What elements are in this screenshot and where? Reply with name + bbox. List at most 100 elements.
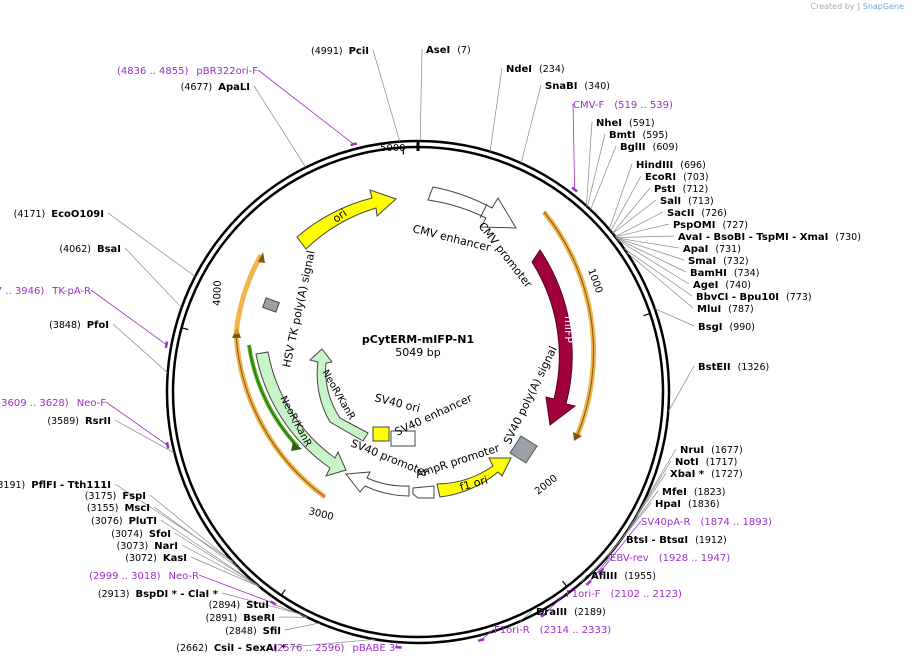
enzyme-site-sacii[interactable]: SacII(726) [667, 208, 727, 219]
backbone-features [232, 210, 597, 500]
tk-orange-arrowhead [258, 252, 265, 263]
enzyme-site-ecoo109i[interactable]: EcoO109I(4171) [14, 209, 104, 220]
primer-name: pBR322ori-F [196, 66, 258, 77]
enzyme-site-bsteii[interactable]: BstEII(1326) [698, 362, 769, 373]
enzyme-site-snabi[interactable]: SnaBI(340) [545, 81, 610, 92]
primer-f1ori-f[interactable]: F1ori-F(2102 .. 2123) [566, 589, 682, 600]
enzyme-site-bmti[interactable]: BmtI(595) [609, 130, 668, 141]
enzyme-name: BamHI [690, 268, 727, 279]
enzyme-site-fspi[interactable]: FspI(3175) [85, 491, 146, 502]
primer-ebv-rev[interactable]: EBV-rev(1928 .. 1947) [610, 553, 730, 564]
enzyme-leader-line [272, 603, 307, 618]
enzyme-position: (3072) [125, 553, 157, 564]
enzyme-site-avai[interactable]: AvaI - BsoBI - TspMI - XmaI(730) [678, 232, 861, 243]
enzyme-site-asei[interactable]: AseI(7) [426, 45, 471, 56]
enzyme-site-kasi[interactable]: KasI(3072) [125, 553, 187, 564]
enzyme-site-pflfi[interactable]: PflFI - Tth111I(3191) [0, 480, 111, 491]
primer-pbr322ori-f[interactable]: pBR322ori-F(4836 .. 4855) [117, 66, 258, 77]
enzyme-site-hindiii[interactable]: HindIII(696) [636, 160, 706, 171]
enzyme-site-xbai[interactable]: XbaI *(1727) [670, 469, 743, 480]
enzyme-name: BmtI [609, 130, 636, 141]
feature-label-f1-ori: f1 ori [458, 473, 489, 493]
enzyme-site-pluti[interactable]: PluTI(3076) [91, 516, 157, 527]
enzyme-site-sali[interactable]: SalI(713) [660, 196, 714, 207]
enzyme-site-ecori[interactable]: EcoRI(703) [645, 172, 709, 183]
enzyme-site-rsrii[interactable]: RsrII(3589) [47, 416, 111, 427]
enzyme-site-bglii[interactable]: BglII(609) [620, 142, 678, 153]
plasmid-size: 5049 bp [395, 346, 440, 359]
enzyme-site-stui[interactable]: StuI(2894) [209, 600, 269, 611]
enzyme-site-csii[interactable]: CsiI - SexAI *(2662) [176, 643, 287, 654]
snapgene-watermark: Created by ⟆ SnapGene [811, 2, 904, 11]
enzyme-name: AvaI - BsoBI - TspMI - XmaI [678, 232, 828, 243]
primer-neo-f[interactable]: Neo-F(3609 .. 3628) [0, 398, 106, 409]
primer-pbabe-3[interactable]: pBABE 3'(2576 .. 2596) [273, 643, 398, 654]
enzyme-site-mfei[interactable]: MfeI(1823) [662, 487, 725, 498]
enzyme-site-sfii[interactable]: SfiI(2848) [225, 626, 281, 637]
enzyme-position: (1955) [624, 571, 656, 582]
enzyme-leader-line [221, 592, 302, 615]
snapgene-logo-icon: ⟆ [857, 2, 861, 11]
enzyme-site-agei[interactable]: AgeI(740) [693, 280, 751, 291]
enzyme-position: (731) [715, 244, 741, 255]
enzyme-name: CsiI - SexAI * [214, 643, 287, 654]
enzyme-site-ndei[interactable]: NdeI(234) [506, 64, 565, 75]
enzyme-site-smai[interactable]: SmaI(732) [688, 256, 749, 267]
enzyme-site-afliii[interactable]: AflIII(1955) [591, 571, 656, 582]
enzyme-position: (1717) [706, 457, 738, 468]
enzyme-site-pspomi[interactable]: PspOMI(727) [673, 220, 748, 231]
enzyme-position: (1912) [695, 535, 727, 546]
hsv-tk-polya-box [262, 297, 280, 313]
feature-label-neokanr: NeoR/KanR [277, 394, 313, 449]
enzyme-site-psti[interactable]: PstI(712) [654, 184, 708, 195]
enzyme-site-bamhi[interactable]: BamHI(734) [690, 268, 759, 279]
enzyme-leader-line [114, 483, 234, 562]
enzyme-name: NotI [675, 457, 699, 468]
enzyme-site-apali[interactable]: ApaLI(4677) [181, 82, 250, 93]
enzyme-leader-line [181, 544, 260, 588]
enzyme-name: NdeI [506, 64, 532, 75]
enzyme-site-noti[interactable]: NotI (1717) [675, 457, 737, 468]
primer-cmv-f[interactable]: CMV-F(519 .. 539) [573, 100, 673, 111]
enzyme-site-nrui[interactable]: NruI(1677) [680, 445, 743, 456]
watermark-created-by: Created by [810, 2, 855, 11]
enzyme-site-nari[interactable]: NarI(3073) [117, 541, 178, 552]
enzyme-position: (726) [701, 208, 727, 219]
enzyme-site-btsi[interactable]: BtsI - BtsαI(1912) [626, 535, 727, 546]
enzyme-site-apai[interactable]: ApaI(731) [683, 244, 741, 255]
enzyme-site-mlui[interactable]: MluI(787) [697, 304, 754, 315]
enzyme-position: (3155) [87, 503, 119, 514]
enzyme-leader-line [107, 212, 196, 277]
primer-sv40pa-r[interactable]: SV40pA-R(1874 .. 1893) [641, 517, 772, 528]
enzyme-site-bsai[interactable]: BsaI(4062) [59, 244, 121, 255]
enzyme-leader-line [419, 48, 423, 142]
enzyme-position: (3073) [117, 541, 149, 552]
primer-neo-r[interactable]: Neo-R(2999 .. 3018) [89, 571, 199, 582]
tk-orange-arc [233, 253, 264, 335]
enzyme-name: AseI [426, 45, 450, 56]
enzyme-position: (591) [629, 118, 655, 129]
enzyme-site-msci[interactable]: MscI(3155) [87, 503, 150, 514]
enzyme-position: (2189) [574, 607, 606, 618]
enzyme-position: (4991) [311, 46, 343, 57]
enzyme-site-bspdi[interactable]: BspDI * - ClaI *(2913) [98, 589, 219, 600]
primer-site-mark [350, 142, 358, 147]
enzyme-site-nhei[interactable]: NheI(591) [596, 118, 655, 129]
enzyme-site-draiii[interactable]: DraIII(2189) [536, 607, 606, 618]
enzyme-name: NruI [680, 445, 704, 456]
primer-f1ori-r[interactable]: F1ori-R(2314 .. 2333) [494, 625, 611, 636]
enzyme-site-hpai[interactable]: HpaI(1836) [655, 499, 720, 510]
enzyme-site-sfoi[interactable]: SfoI(3074) [111, 529, 171, 540]
enzyme-site-bbvci[interactable]: BbvCI - Bpu10I(773) [696, 292, 812, 303]
enzyme-position: (2848) [225, 626, 257, 637]
enzyme-site-bseri[interactable]: BseRI(2891) [206, 613, 275, 624]
primer-site-mark [571, 186, 578, 193]
enzyme-site-pcii[interactable]: PciI(4991) [311, 46, 369, 57]
primer-leader-line [480, 628, 495, 641]
primer-range: (1874 .. 1893) [700, 517, 772, 528]
primer-leader-line [90, 289, 167, 346]
primer-tk-pa-r[interactable]: TK-pA-R(3927 .. 3946) [0, 286, 91, 297]
primer-leader-line [600, 520, 642, 572]
enzyme-site-pfoi[interactable]: PfoI(3848) [49, 320, 109, 331]
enzyme-site-bsgi[interactable]: BsgI(990) [698, 322, 755, 333]
